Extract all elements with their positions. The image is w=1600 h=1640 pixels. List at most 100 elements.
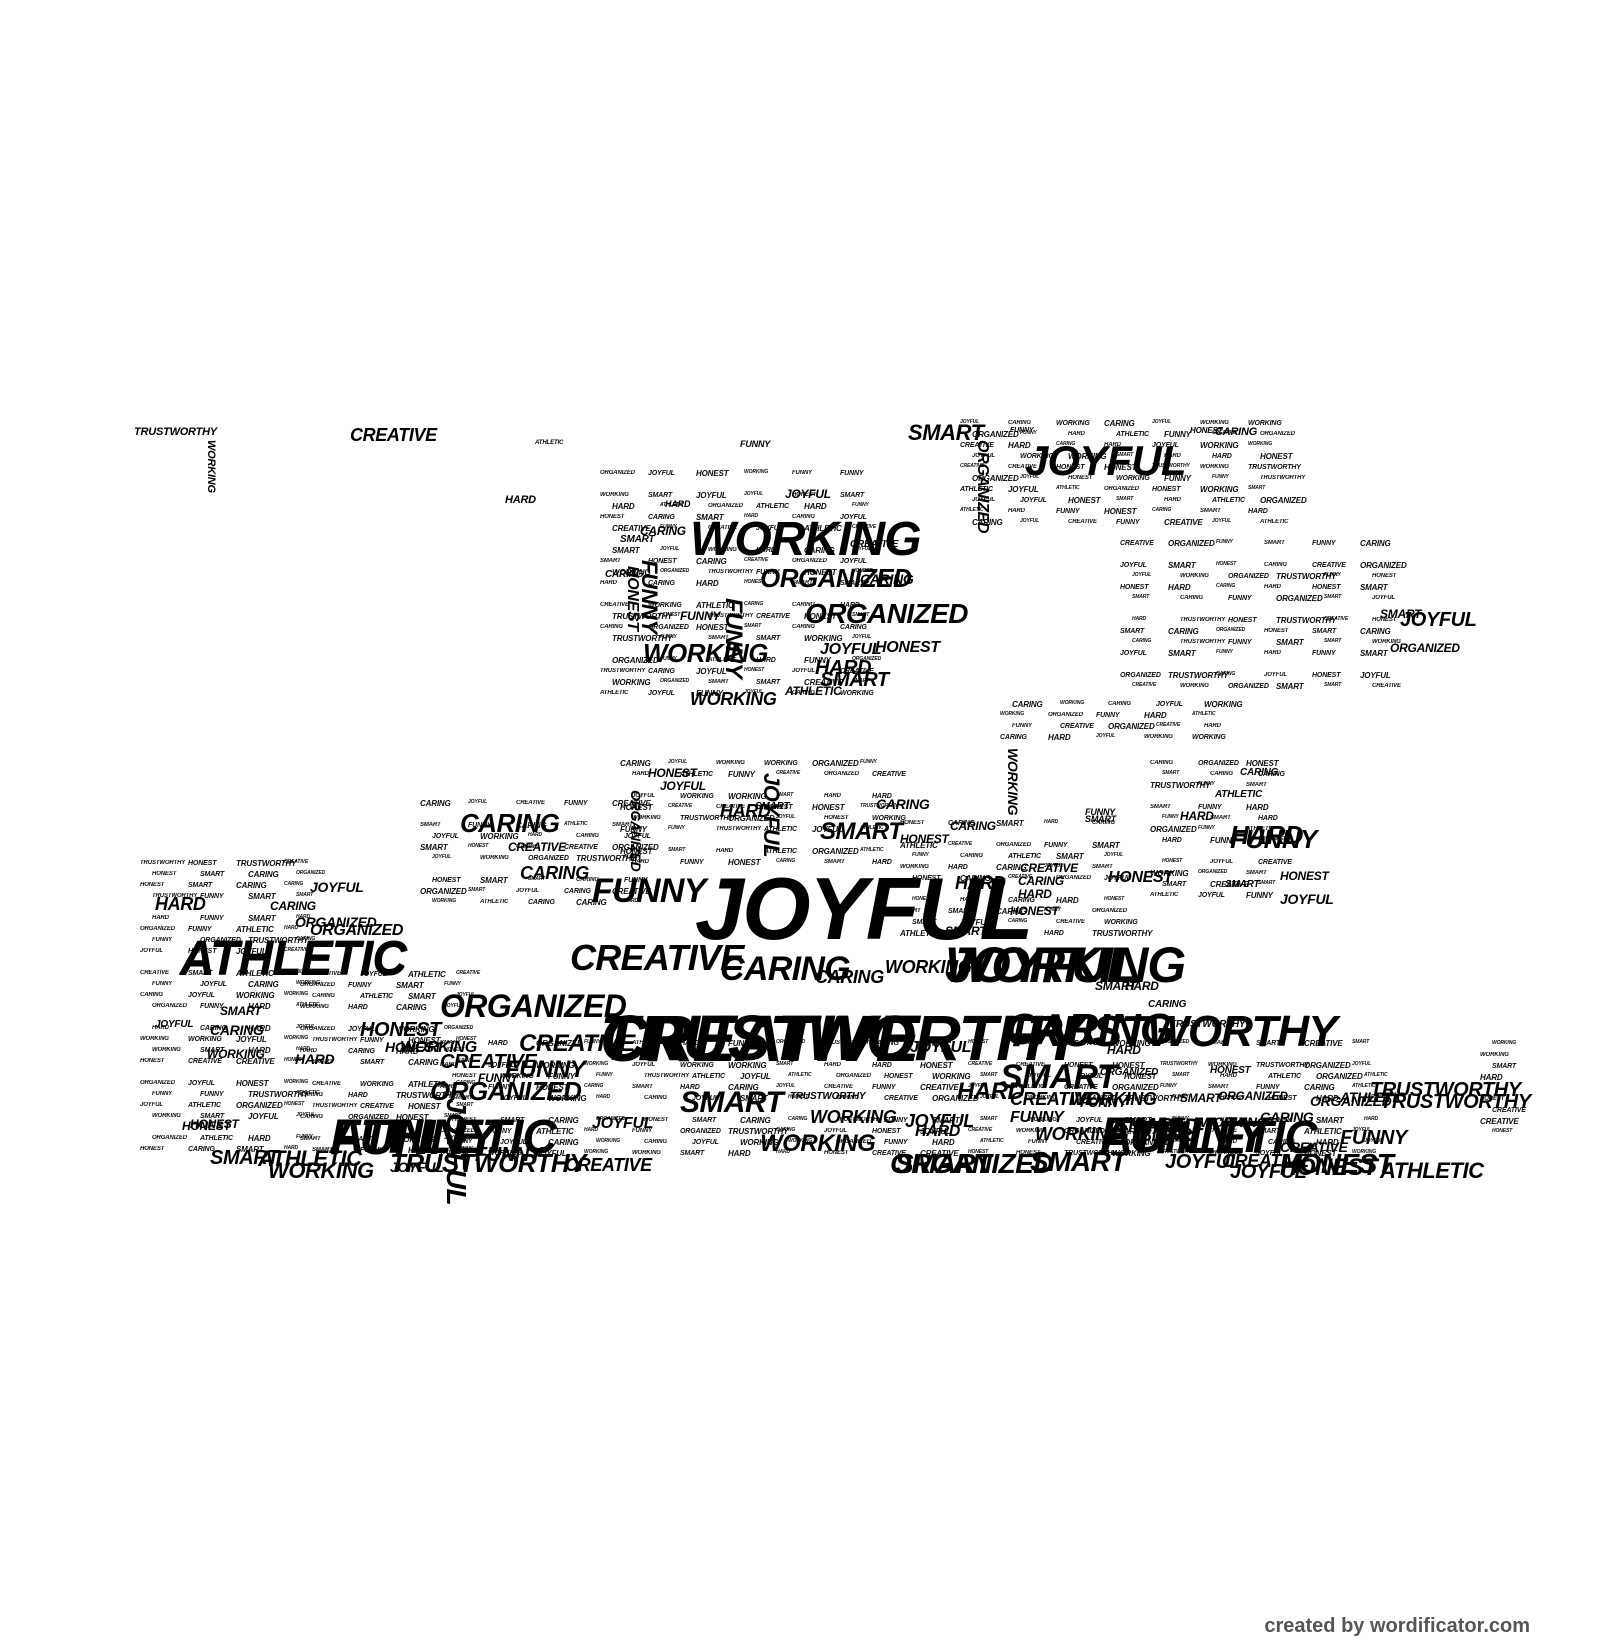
cloud-filler-word: JOYFUL <box>632 1062 655 1068</box>
cloud-filler-word: CREATIVE <box>1076 1139 1110 1146</box>
cloud-filler-word: ORGANIZED <box>1112 1083 1159 1092</box>
cloud-filler-word: ORGANIZED <box>1168 539 1215 548</box>
cloud-filler-word: JOYFUL <box>1264 672 1287 678</box>
cloud-word-honest: HONEST <box>182 1119 231 1133</box>
cloud-word-funny: FUNNY <box>1080 1094 1127 1110</box>
cloud-filler-word: JOYFUL <box>1020 497 1047 504</box>
cloud-filler-word: ORGANIZED <box>1260 496 1307 505</box>
cloud-filler-word: CREATIVE <box>948 841 973 847</box>
cloud-word-honest: HONEST <box>875 639 940 656</box>
cloud-filler-word: CREATIVE <box>920 1083 959 1092</box>
cloud-filler-word: CREATIVE <box>968 1127 993 1133</box>
cloud-filler-word: SMART <box>200 1113 225 1120</box>
cloud-filler-word: CREATIVE <box>872 771 906 778</box>
cloud-filler-word: CREATIVE <box>1068 519 1097 525</box>
cloud-filler-word: JOYFUL <box>444 1003 464 1009</box>
cloud-filler-word: WORKING <box>1248 420 1282 427</box>
cloud-filler-word: ORGANIZED <box>200 937 241 944</box>
cloud-filler-word: ORGANIZED <box>296 870 326 876</box>
cloud-filler-word: CARING <box>788 1116 808 1122</box>
cloud-filler-word: SMART <box>420 843 448 852</box>
cloud-filler-word: FUNNY <box>1028 1139 1049 1145</box>
cloud-filler-word: ORGANIZED <box>996 842 1031 848</box>
cloud-filler-word: HONEST <box>620 847 653 856</box>
cloud-filler-word: HARD <box>296 1046 311 1052</box>
cloud-filler-word: CARING <box>996 930 1019 936</box>
cloud-filler-word: SMART <box>996 819 1024 828</box>
cloud-filler-word: HONEST <box>900 820 925 826</box>
cloud-filler-word: CARING <box>948 929 968 935</box>
cloud-filler-word: FUNNY <box>1246 891 1273 900</box>
cloud-filler-word: FUNNY <box>200 915 224 922</box>
cloud-filler-word: JOYFUL <box>188 992 215 999</box>
cloud-filler-word: ORGANIZED <box>1108 722 1155 731</box>
cloud-filler-word: JOYFUL <box>744 689 764 695</box>
cloud-filler-word: FUNNY <box>852 502 869 508</box>
cloud-word-joyful: JOYFUL <box>905 1111 974 1131</box>
cloud-filler-word: HARD <box>756 547 776 554</box>
cloud-filler-word: SMART <box>248 892 276 901</box>
cloud-filler-word: SMART <box>444 1113 462 1119</box>
cloud-filler-word: SMART <box>1316 1116 1344 1125</box>
cloud-filler-word: HONEST <box>456 1036 477 1042</box>
cloud-filler-word: CREATIVE <box>960 463 985 469</box>
cloud-filler-word: WORKING <box>1144 734 1173 740</box>
cloud-filler-word: ATHLETIC <box>980 1138 1004 1144</box>
cloud-filler-word: TRUSTWORTHY <box>612 612 673 621</box>
cloud-word-hard: HARD <box>1125 979 1159 993</box>
cloud-filler-word: FUNNY <box>884 1117 908 1124</box>
cloud-filler-word: WORKING <box>536 1061 575 1070</box>
cloud-filler-word: CARING <box>1056 441 1076 447</box>
cloud-filler-word: HARD <box>1144 711 1167 720</box>
cloud-filler-word: SMART <box>1324 682 1342 688</box>
cloud-filler-word: HONEST <box>812 803 845 812</box>
cloud-filler-word: SMART <box>948 908 973 915</box>
cloud-filler-word: CREATIVE <box>1172 1138 1197 1144</box>
cloud-filler-word: FUNNY <box>348 982 372 989</box>
cloud-filler-word: TRUSTWORTHY <box>140 860 186 866</box>
cloud-filler-word: JOYFUL <box>348 1026 375 1033</box>
cloud-filler-word: HARD <box>1316 1094 1339 1103</box>
cloud-filler-word: FUNNY <box>1096 712 1120 719</box>
cloud-filler-word: HARD <box>248 1134 271 1143</box>
cloud-filler-word: HONEST <box>140 882 165 888</box>
cloud-word-honest: HONEST <box>360 1019 441 1041</box>
cloud-filler-word: ATHLETIC <box>188 1102 221 1109</box>
cloud-word-funny: FUNNY <box>475 1144 542 1166</box>
cloud-filler-word: TRUSTWORTHY <box>708 613 754 619</box>
cloud-filler-word: CARING <box>528 899 555 906</box>
cloud-filler-word: CARING <box>696 557 727 566</box>
cloud-filler-word: WORKING <box>1020 453 1054 460</box>
cloud-filler-word: SMART <box>468 887 486 893</box>
cloud-word-athletic: ATHLETIC <box>1340 1089 1406 1105</box>
cloud-filler-word: SMART <box>1360 583 1388 592</box>
cloud-filler-word: HONEST <box>620 803 653 812</box>
cloud-filler-word: TRUSTWORTHY <box>1160 1149 1198 1155</box>
cloud-filler-word: SMART <box>612 546 640 555</box>
cloud-word-creative: CREATIVE <box>850 539 899 550</box>
cloud-filler-word: ATHLETIC <box>660 502 684 508</box>
cloud-filler-word: CARING <box>1264 562 1287 568</box>
cloud-filler-word: CARING <box>948 820 975 827</box>
cloud-filler-word: JOYFUL <box>960 419 980 425</box>
cloud-filler-word: HARD <box>696 579 719 588</box>
cloud-word-funny: FUNNY <box>330 1109 498 1165</box>
cloud-word-joyful: JOYFUL <box>1025 437 1186 484</box>
cloud-filler-word: HARD <box>1264 650 1281 656</box>
cloud-filler-word: SMART <box>312 1147 333 1153</box>
cloud-filler-word: WORKING <box>648 602 682 609</box>
cloud-filler-word: CREATIVE <box>716 804 745 810</box>
cloud-word-smart: SMART <box>220 1004 262 1018</box>
cloud-filler-word: WORKING <box>1208 1062 1237 1068</box>
cloud-filler-word: SMART <box>452 1095 473 1101</box>
cloud-filler-word: JOYFUL <box>1016 1040 1039 1046</box>
cloud-filler-word: ATHLETIC <box>764 826 797 833</box>
cloud-word-working: WORKING <box>1035 1124 1122 1144</box>
cloud-word-working: WORKING <box>1200 1114 1268 1130</box>
cloud-word-funny: FUNNY <box>1010 427 1034 434</box>
cloud-filler-word: FUNNY <box>624 854 641 860</box>
cloud-filler-word: ORGANIZED <box>1150 825 1197 834</box>
cloud-filler-word: CARING <box>1012 700 1043 709</box>
cloud-filler-word: TRUSTWORTHY <box>1260 475 1306 481</box>
